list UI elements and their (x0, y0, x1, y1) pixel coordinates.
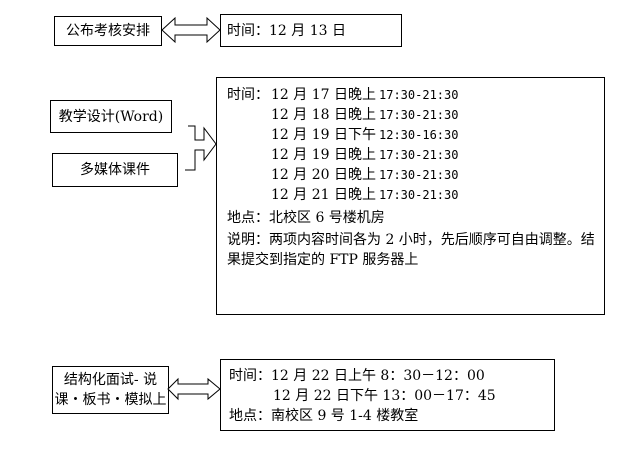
schedule-time-6: 17:30-21:30 (379, 188, 459, 202)
interview-schedule-box: 时间：12 月 22 日上午 8：30－12：00 12 月 22 日下午 13… (220, 359, 555, 431)
announce-time-box: 时间：12 月 13 日 (220, 14, 402, 47)
schedule-date-3: 12 月 19 日下午 (271, 127, 376, 143)
teaching-design-label: 教学设计(Word) (58, 108, 164, 125)
announce-time-text: 时间：12 月 13 日 (227, 23, 346, 39)
schedule-time-2: 17:30-21:30 (379, 108, 459, 122)
interview-location: 地点：南校区 9 号 1-4 楼教室 (229, 408, 419, 424)
location-text: 地点：北校区 6 号楼机房 (227, 210, 385, 226)
announce-exam-label: 公布考核安排 (66, 23, 150, 39)
time-prefix: 时间： (227, 87, 269, 103)
interview-time-1: 时间：12 月 22 日上午 8：30－12：00 (229, 368, 485, 384)
schedule-date-5: 12 月 20 日晚上 (271, 167, 376, 183)
interview-box: 结构化面试- 说 课・板书・模拟上 (52, 366, 169, 414)
schedule-time-4: 17:30-21:30 (379, 148, 459, 162)
teaching-design-box: 教学设计(Word) (50, 100, 172, 133)
schedule-date-6: 12 月 21 日晚上 (271, 187, 376, 203)
note-line-2: 果提交到指定的 FTP 服务器上 (227, 252, 419, 268)
note-line-1: 说明：两项内容时间各为 2 小时，先后顺序可自由调整。结 (227, 232, 595, 248)
interview-time-2: 12 月 22 日下午 13：00－17：45 (273, 388, 496, 404)
interview-label-line2: 课・板书・模拟上 (54, 392, 167, 408)
schedule-time-5: 17:30-21:30 (379, 168, 459, 182)
design-schedule-box: 时间： 12 月 17 日晚上 17:30-21:30 12 月 18 日晚上 … (216, 77, 605, 315)
schedule-date-4: 12 月 19 日晚上 (271, 147, 376, 163)
schedule-time-3: 12:30-16:30 (379, 128, 459, 142)
multimedia-box: 多媒体课件 (52, 153, 178, 187)
schedule-date-1: 12 月 17 日晚上 (271, 87, 376, 103)
multimedia-label: 多媒体课件 (80, 162, 150, 178)
interview-label-line1: 结构化面试- 说 (63, 372, 158, 388)
schedule-time-1: 17:30-21:30 (379, 88, 459, 102)
schedule-date-2: 12 月 18 日晚上 (271, 107, 376, 123)
announce-exam-box: 公布考核安排 (54, 16, 162, 46)
